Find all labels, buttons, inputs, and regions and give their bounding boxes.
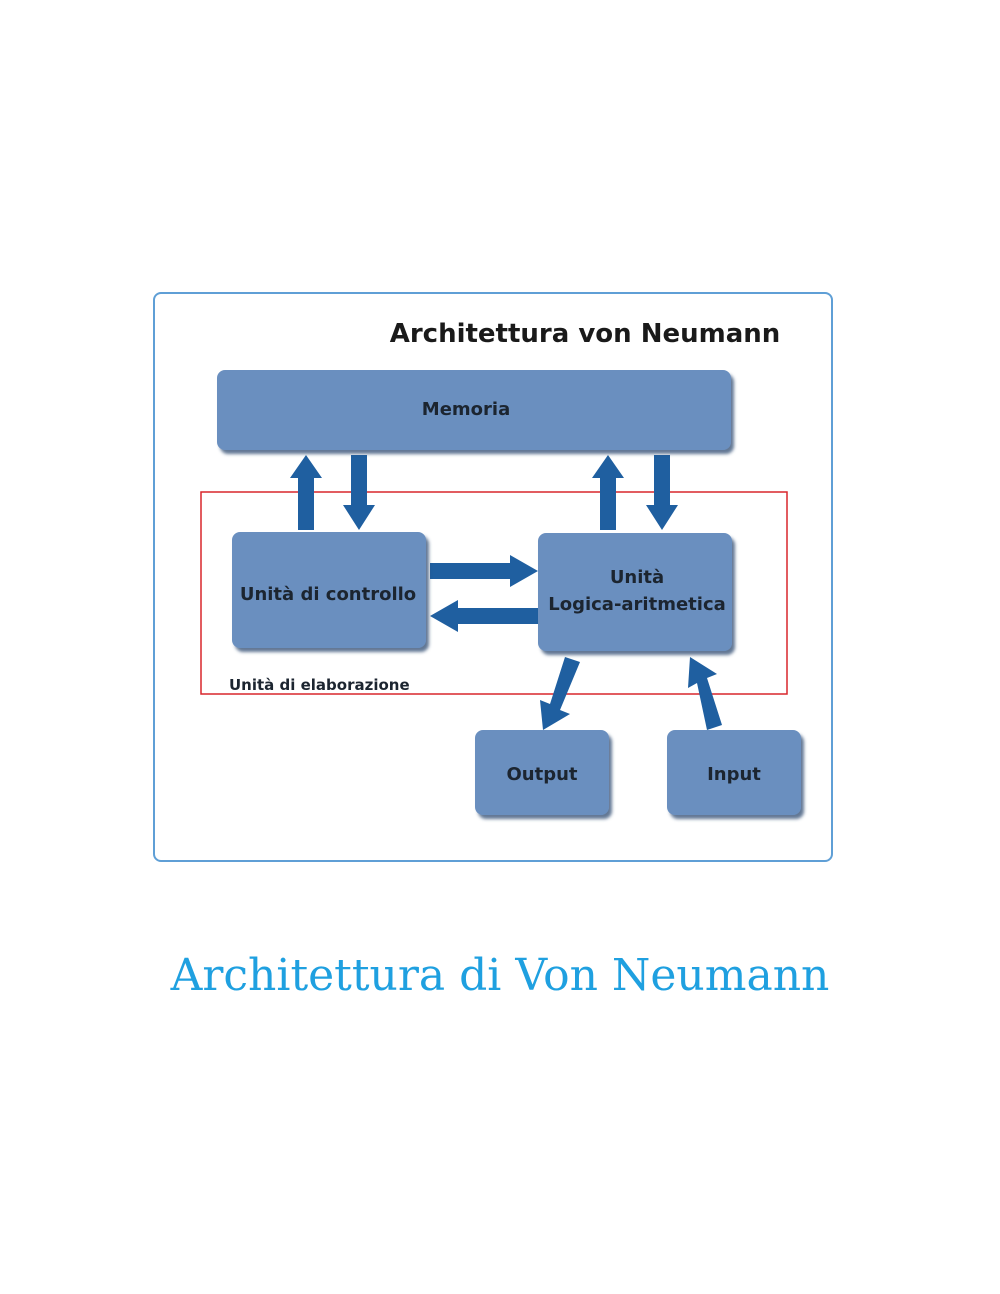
diagram-title: Architettura von Neumann	[390, 319, 781, 349]
arrow-alu-to-memoria	[592, 455, 624, 530]
arrow-memoria-to-alu	[646, 455, 678, 530]
arrow-input-to-alu	[688, 657, 722, 730]
control-unit-label: Unità di controllo	[240, 584, 416, 605]
output-box	[475, 730, 609, 815]
control-unit-box	[232, 532, 426, 648]
arrow-memoria-to-controllo	[343, 455, 375, 530]
processing-unit-label: Unità di elaborazione	[229, 676, 410, 694]
arrow-controllo-to-alu	[430, 555, 538, 587]
page-caption: Architettura di Von Neumann	[170, 950, 830, 1001]
alu-label-line2: Logica-aritmetica	[548, 594, 726, 615]
processing-unit-group	[200, 491, 788, 695]
arrow-controllo-to-memoria	[290, 455, 322, 530]
memoria-label: Memoria	[422, 399, 510, 420]
arrows	[290, 455, 722, 730]
output-label: Output	[506, 764, 577, 785]
input-box	[667, 730, 801, 815]
alu-label-line1: Unità	[610, 567, 664, 588]
arrow-alu-to-controllo	[430, 600, 538, 632]
input-label: Input	[707, 764, 761, 785]
arrow-alu-to-output	[540, 657, 580, 730]
memoria-box	[217, 370, 731, 450]
alu-box	[538, 533, 732, 651]
